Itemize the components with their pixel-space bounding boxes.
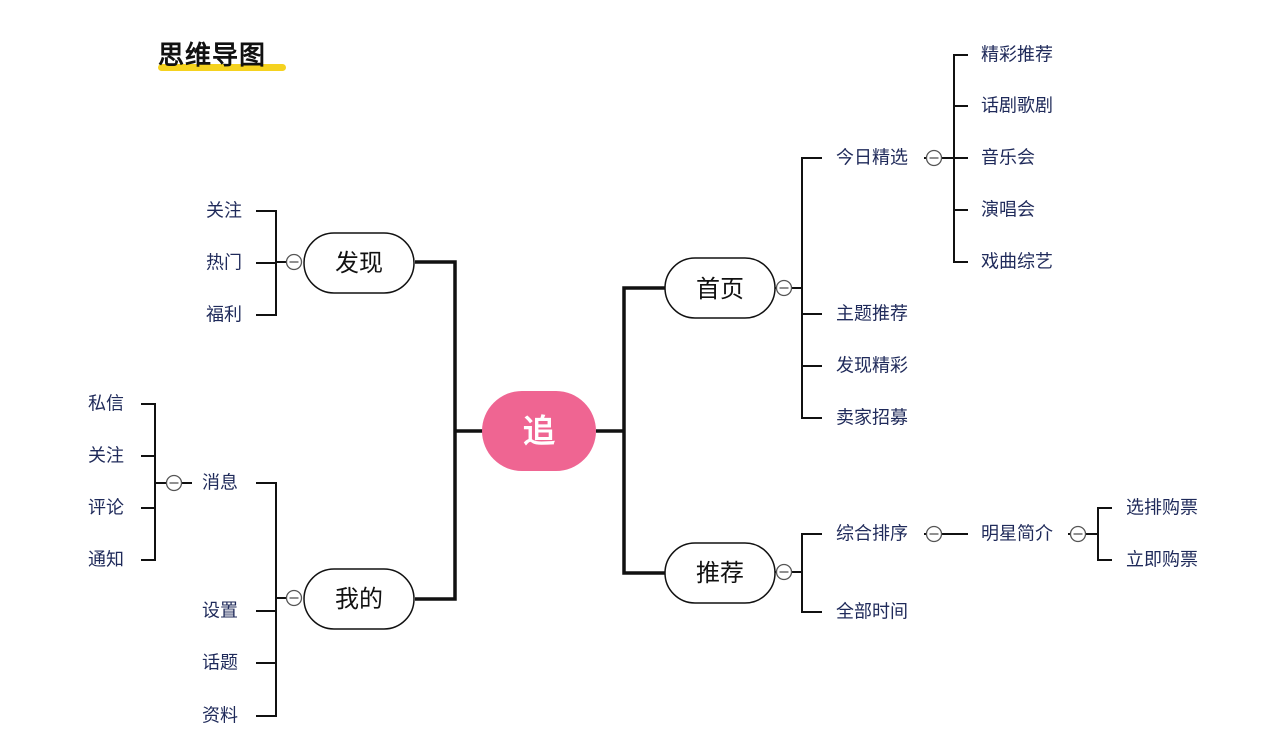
connector-line <box>141 403 156 561</box>
today-leaf-label: 戏曲综艺 <box>981 252 1053 273</box>
message-collapse-icon[interactable] <box>165 474 183 492</box>
today-leaf-label: 演唱会 <box>981 200 1035 221</box>
today-leaf-label: 音乐会 <box>981 148 1035 169</box>
discover-leaf-label: 关注 <box>206 201 242 222</box>
home-leaf-label: 卖家招募 <box>836 408 908 429</box>
connector-line <box>1097 507 1112 561</box>
mine-leaf-label: 话题 <box>202 653 238 674</box>
discover-node[interactable] <box>303 232 415 294</box>
trunk-left-line <box>415 260 457 601</box>
mine-node[interactable] <box>303 568 415 630</box>
message-leaf-label: 关注 <box>88 446 124 467</box>
recommend-leaf-label: 全部时间 <box>836 602 908 623</box>
home-leaf-label: 发现精彩 <box>836 356 908 377</box>
connector-line <box>256 482 277 717</box>
recommend-leaf-label: 综合排序 <box>836 524 908 545</box>
mine-leaf-label: 消息 <box>202 473 238 494</box>
message-leaf-label: 评论 <box>88 498 124 519</box>
connector-line <box>801 157 822 419</box>
root-node-label: 追 <box>523 412 555 450</box>
discover-leaf-label: 热门 <box>206 253 242 274</box>
mine-node-label: 我的 <box>335 585 383 613</box>
home-node-label: 首页 <box>696 275 744 303</box>
star-intro-label: 明星简介 <box>981 524 1053 545</box>
page-title: 思维导图 <box>158 41 267 71</box>
mine-leaf-label: 设置 <box>202 601 238 622</box>
today-collapse-icon[interactable] <box>925 149 943 167</box>
star-leaf-label: 立即购票 <box>1126 550 1198 571</box>
today-leaf-label: 精彩推荐 <box>981 45 1053 66</box>
star-collapse-icon[interactable] <box>1069 525 1087 543</box>
connector-line <box>801 533 822 613</box>
sort-collapse-icon[interactable] <box>925 525 943 543</box>
discover-collapse-icon[interactable] <box>285 253 303 271</box>
discover-leaf-label: 福利 <box>206 305 242 326</box>
star-leaf-label: 选排购票 <box>1126 498 1198 519</box>
mine-collapse-icon[interactable] <box>285 589 303 607</box>
today-leaf-label: 话剧歌剧 <box>981 96 1053 117</box>
recommend-node-label: 推荐 <box>696 559 744 587</box>
message-leaf-label: 通知 <box>88 550 124 571</box>
home-leaf-label: 今日精选 <box>836 148 908 169</box>
discover-node-label: 发现 <box>335 249 383 277</box>
home-leaf-label: 主题推荐 <box>836 304 908 325</box>
home-collapse-icon[interactable] <box>775 279 793 297</box>
mine-leaf-label: 资料 <box>202 706 238 727</box>
title-highlight <box>158 64 286 71</box>
root-node[interactable] <box>482 391 596 471</box>
trunk-right-line <box>622 286 665 575</box>
message-leaf-label: 私信 <box>88 394 124 415</box>
recommend-collapse-icon[interactable] <box>775 563 793 581</box>
